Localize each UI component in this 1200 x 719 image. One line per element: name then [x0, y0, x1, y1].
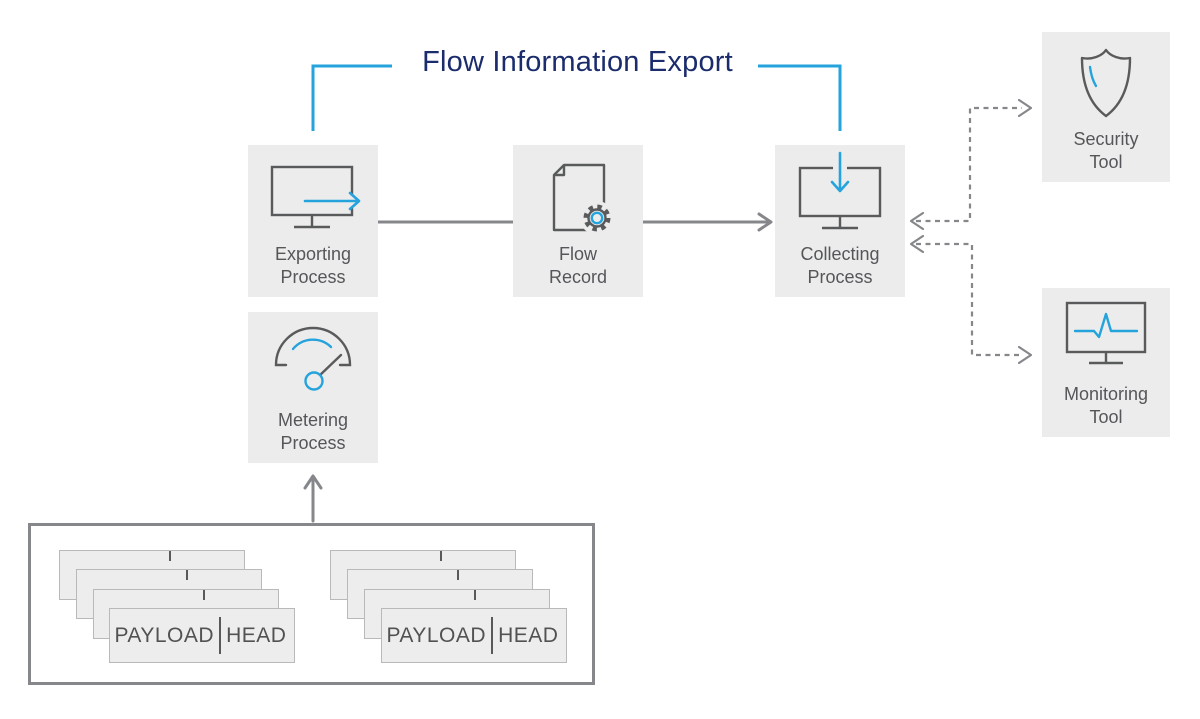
packet-divider [218, 617, 221, 654]
packet-head-label: HEAD [498, 623, 559, 647]
node-metering-process: Metering Process [248, 312, 378, 463]
packet-payload-label: PAYLOAD [114, 623, 215, 647]
node-security-tool: Security Tool [1042, 32, 1170, 182]
gauge-icon [274, 326, 352, 391]
node-monitoring-tool: Monitoring Tool [1042, 288, 1170, 437]
node-label: Monitoring Tool [1063, 384, 1149, 427]
packet-divider-tick [202, 590, 205, 600]
monitor-pulse-icon [1065, 301, 1147, 365]
dashed-link-collecting-monitoring [909, 234, 1033, 365]
node-label: Flow Record [548, 244, 608, 287]
monitor-export-icon [270, 165, 361, 229]
packet-divider-tick [439, 551, 442, 561]
packet-divider-tick [168, 551, 171, 561]
packet-payload-label: PAYLOAD [386, 623, 487, 647]
packet-card-front: PAYLOAD HEAD [381, 608, 567, 663]
node-label: Metering Process [277, 410, 349, 453]
arrow-flowrecord-to-collecting [641, 212, 773, 232]
node-exporting-process: Exporting Process [248, 145, 378, 297]
packet-divider [490, 617, 493, 654]
packet-divider-tick [456, 570, 459, 580]
arrow-packets-to-metering [303, 474, 323, 523]
node-label: Collecting Process [800, 244, 880, 287]
monitor-download-icon [798, 151, 882, 230]
node-label: Security Tool [1073, 129, 1139, 172]
node-label: Exporting Process [274, 244, 352, 287]
packet-divider-tick [185, 570, 188, 580]
shield-icon [1080, 48, 1132, 118]
packet-card-front: PAYLOAD HEAD [109, 608, 295, 663]
diagram-title: Flow Information Export [422, 46, 733, 78]
node-flow-record: Flow Record [513, 145, 643, 297]
dashed-link-collecting-security [909, 98, 1033, 231]
node-collecting-process: Collecting Process [775, 145, 905, 297]
packet-head-label: HEAD [226, 623, 287, 647]
document-gear-icon [552, 163, 611, 235]
packet-divider-tick [473, 590, 476, 600]
